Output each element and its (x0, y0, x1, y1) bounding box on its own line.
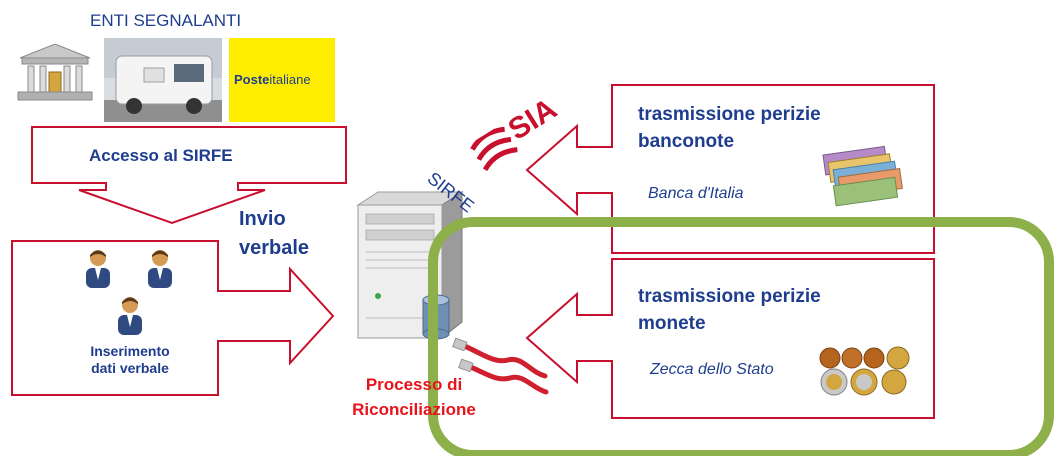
banconote-title: trasmissione perizie banconote (638, 104, 821, 152)
processo-label: Processo di Riconciliazione (352, 375, 476, 419)
banconote-arrow (525, 84, 935, 254)
operator-icon (80, 248, 116, 297)
poste-italiane-logo: Posteitaliane (229, 38, 335, 122)
coins-icon (816, 344, 922, 398)
operator-icon (142, 248, 178, 297)
sia-logo: SIA (461, 82, 579, 188)
monete-title: trasmissione perizie monete (638, 286, 821, 334)
bank-building-icon (10, 43, 100, 102)
security-van-image (104, 38, 222, 122)
operator-icon (112, 295, 148, 344)
accesso-arrow (31, 126, 347, 225)
invio-verbale-label: Invio verbale (239, 208, 310, 259)
highlight-frame (428, 217, 1054, 456)
accesso-label: Accesso al SIRFE (89, 146, 233, 165)
inserimento-label: Inserimento dati verbale (90, 343, 170, 376)
zecca-stato-label: Zecca dello Stato (650, 361, 774, 378)
enti-segnalanti-title: ENTI SEGNALANTI (90, 11, 242, 30)
network-cable-icon (452, 337, 549, 395)
banca-italia-label: Banca d'Italia (648, 185, 744, 202)
banknotes-icon (818, 140, 904, 208)
